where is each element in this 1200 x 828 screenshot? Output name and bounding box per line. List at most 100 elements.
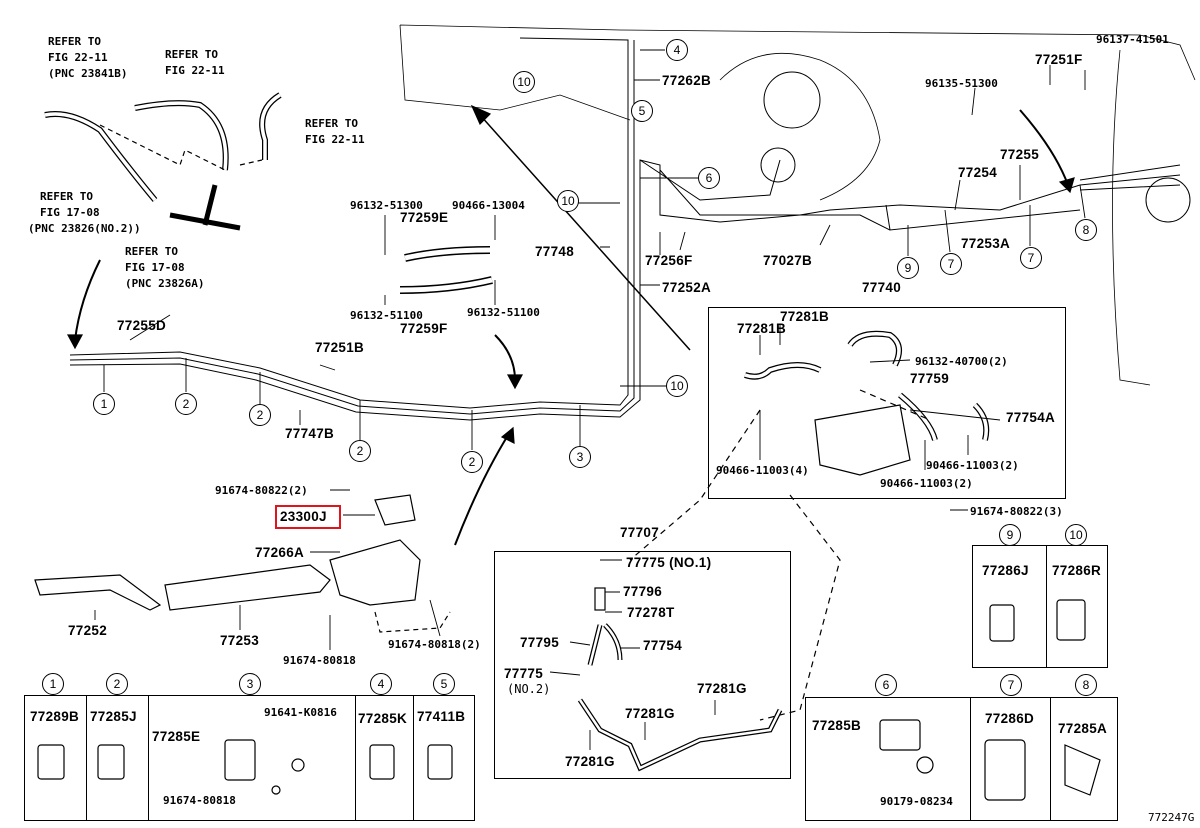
ref-line: REFER TO: [125, 245, 178, 258]
callout-2: 2: [349, 440, 371, 462]
legend-callout-2: 2: [106, 673, 128, 695]
callout-6: 6: [698, 167, 720, 189]
divider: [148, 695, 149, 821]
part-label[interactable]: 77285A: [1058, 721, 1108, 736]
clip-legend-9-10: [972, 545, 1108, 668]
part-label[interactable]: 90179-08234: [880, 795, 953, 808]
divider: [355, 695, 356, 821]
part-label[interactable]: 77754A: [1006, 410, 1056, 425]
part-label[interactable]: 77281B: [780, 309, 830, 324]
part-label[interactable]: 77285E: [152, 729, 201, 744]
part-label[interactable]: 77748: [535, 244, 575, 259]
legend-callout-4: 4: [370, 673, 392, 695]
part-label[interactable]: 96132-51300: [350, 199, 423, 212]
part-label[interactable]: 77253A: [961, 236, 1011, 251]
part-label[interactable]: 77286J: [982, 563, 1029, 578]
part-label[interactable]: 91674-80822(3): [970, 505, 1063, 518]
ref-line: REFER TO: [40, 190, 93, 203]
callout-2: 2: [249, 404, 271, 426]
part-label[interactable]: 91641-K0816: [264, 706, 337, 719]
reference-fig-22-11-a: REFER TO FIG 22-11 (PNC 23841B): [48, 34, 127, 82]
part-label[interactable]: 91674-80818(2): [388, 638, 481, 651]
part-label[interactable]: 90466-11003(4): [716, 464, 809, 477]
highlighted-part-box[interactable]: 23300J: [275, 505, 341, 529]
callout-7: 7: [940, 253, 962, 275]
part-label[interactable]: 77286R: [1052, 563, 1102, 578]
part-label[interactable]: 96132-51100: [467, 306, 540, 319]
callout-5: 5: [631, 100, 653, 122]
part-label[interactable]: 90466-13004: [452, 199, 525, 212]
leader-lines: [94, 49, 1086, 750]
ref-line: (PNC 23841B): [48, 67, 128, 80]
part-label[interactable]: 77251B: [315, 340, 365, 355]
part-label[interactable]: 77759: [910, 371, 950, 386]
part-label[interactable]: 96135-51300: [925, 77, 998, 90]
part-label[interactable]: 77775 (NO.1): [626, 555, 712, 570]
clip-legend-right: [805, 697, 1118, 821]
divider: [970, 697, 971, 821]
callout-7: 7: [1020, 247, 1042, 269]
ref-line: REFER TO: [48, 35, 101, 48]
ref-line: FIG 17-08: [125, 261, 185, 274]
part-label[interactable]: 90466-11003(2): [880, 477, 973, 490]
ref-line: FIG 17-08: [40, 206, 100, 219]
part-label[interactable]: 77286D: [985, 711, 1035, 726]
part-label[interactable]: 77252: [68, 623, 108, 638]
part-label[interactable]: 77278T: [627, 605, 675, 620]
part-label[interactable]: 77411B: [417, 709, 466, 724]
part-label-highlighted[interactable]: 23300J: [280, 509, 327, 524]
part-label[interactable]: 77255: [1000, 147, 1040, 162]
legend-callout-6: 6: [875, 674, 897, 696]
part-label[interactable]: 77254: [958, 165, 998, 180]
part-label[interactable]: 77253: [220, 633, 260, 648]
part-label[interactable]: 77266A: [255, 545, 305, 560]
part-label[interactable]: 77259F: [400, 321, 448, 336]
part-label[interactable]: 77796: [623, 584, 663, 599]
part-label[interactable]: 77795: [520, 635, 560, 650]
part-label[interactable]: 77027B: [763, 253, 813, 268]
clip-legend-left: [24, 695, 475, 821]
part-label[interactable]: 91674-80818: [283, 654, 356, 667]
part-label[interactable]: 91674-80818: [163, 794, 236, 807]
callout-1: 1: [93, 393, 115, 415]
part-label[interactable]: 77754: [643, 638, 683, 653]
part-label[interactable]: 77259E: [400, 210, 449, 225]
part-label[interactable]: 77289B: [30, 709, 80, 724]
callout-9: 9: [897, 257, 919, 279]
part-label[interactable]: 77740: [862, 280, 902, 295]
legend-callout-8: 8: [1075, 674, 1097, 696]
part-label[interactable]: 77262B: [662, 73, 712, 88]
fuel-tank-outline: [399, 24, 1196, 386]
callout-8: 8: [1075, 219, 1097, 241]
ref-line: FIG 22-11: [48, 51, 108, 64]
legend-callout-9: 9: [999, 524, 1021, 546]
assembly-77740-box: [708, 307, 1066, 499]
callout-2: 2: [461, 451, 483, 473]
part-label[interactable]: 77285B: [812, 718, 862, 733]
part-label[interactable]: 77251F: [1035, 52, 1083, 67]
callout-10: 10: [666, 375, 688, 397]
part-label[interactable]: 77281B: [737, 321, 787, 336]
clip-icons: [37, 599, 1101, 801]
part-label[interactable]: 91674-80822(2): [215, 484, 308, 497]
part-label[interactable]: 96137-41501: [1096, 33, 1169, 46]
part-label[interactable]: 77281G: [565, 754, 615, 769]
part-label[interactable]: 77256F: [645, 253, 693, 268]
part-label[interactable]: 77707: [620, 525, 660, 540]
part-label[interactable]: 77285J: [90, 709, 137, 724]
part-label[interactable]: 77281G: [625, 706, 675, 721]
part-label[interactable]: 96132-40700(2): [915, 355, 1008, 368]
part-label[interactable]: 90466-11003(2): [926, 459, 1019, 472]
part-label[interactable]: 77281G: [697, 681, 747, 696]
part-label[interactable]: 77747B: [285, 426, 335, 441]
part-label[interactable]: 77775: [504, 666, 544, 681]
part-label[interactable]: 77255D: [117, 318, 167, 333]
part-label[interactable]: 77285K: [358, 711, 408, 726]
part-label[interactable]: 96132-51100: [350, 309, 423, 322]
part-label: (NO.2): [507, 682, 551, 696]
part-label[interactable]: 77252A: [662, 280, 712, 295]
callout-10: 10: [557, 190, 579, 212]
